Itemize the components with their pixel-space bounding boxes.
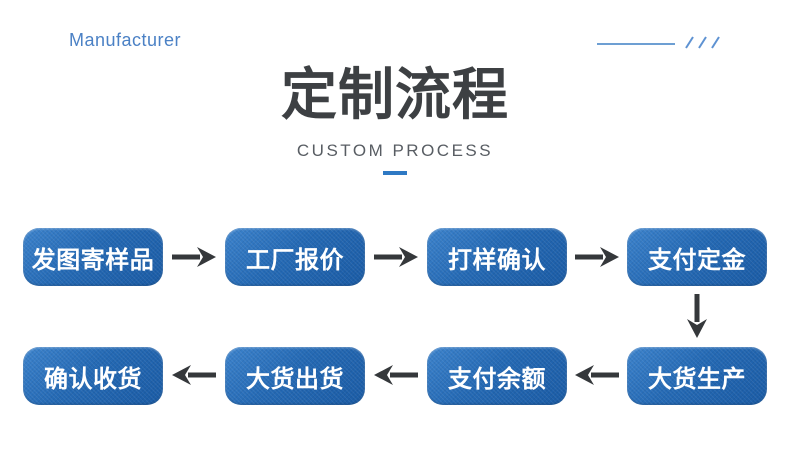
brand-label: Manufacturer [69, 30, 182, 50]
arrow-left-icon [574, 364, 620, 386]
arrow-left-icon [373, 364, 419, 386]
flow-step-pay-balance: 支付余额 [427, 347, 567, 405]
flow-step-confirm-receipt: 确认收货 [23, 347, 163, 405]
flow-step-bulk-production: 大货生产 [627, 347, 767, 405]
header-line-slashes-decoration [597, 36, 720, 49]
title-accent-bar [383, 171, 407, 175]
arrow-right-icon [171, 246, 217, 268]
flow-step-pay-deposit: 支付定金 [627, 228, 767, 286]
page-subtitle: CUSTOM PROCESS [296, 141, 494, 160]
flow-step-bulk-shipment: 大货出货 [225, 347, 365, 405]
flow-step-sample-confirm: 打样确认 [427, 228, 567, 286]
page-title: 定制流程 [281, 63, 509, 126]
arrow-down-icon [686, 293, 708, 339]
flow-step-send-sample: 发图寄样品 [23, 228, 163, 286]
arrow-right-icon [373, 246, 419, 268]
arrow-left-icon [171, 364, 217, 386]
arrow-right-icon [574, 246, 620, 268]
flow-step-factory-quote: 工厂报价 [225, 228, 365, 286]
